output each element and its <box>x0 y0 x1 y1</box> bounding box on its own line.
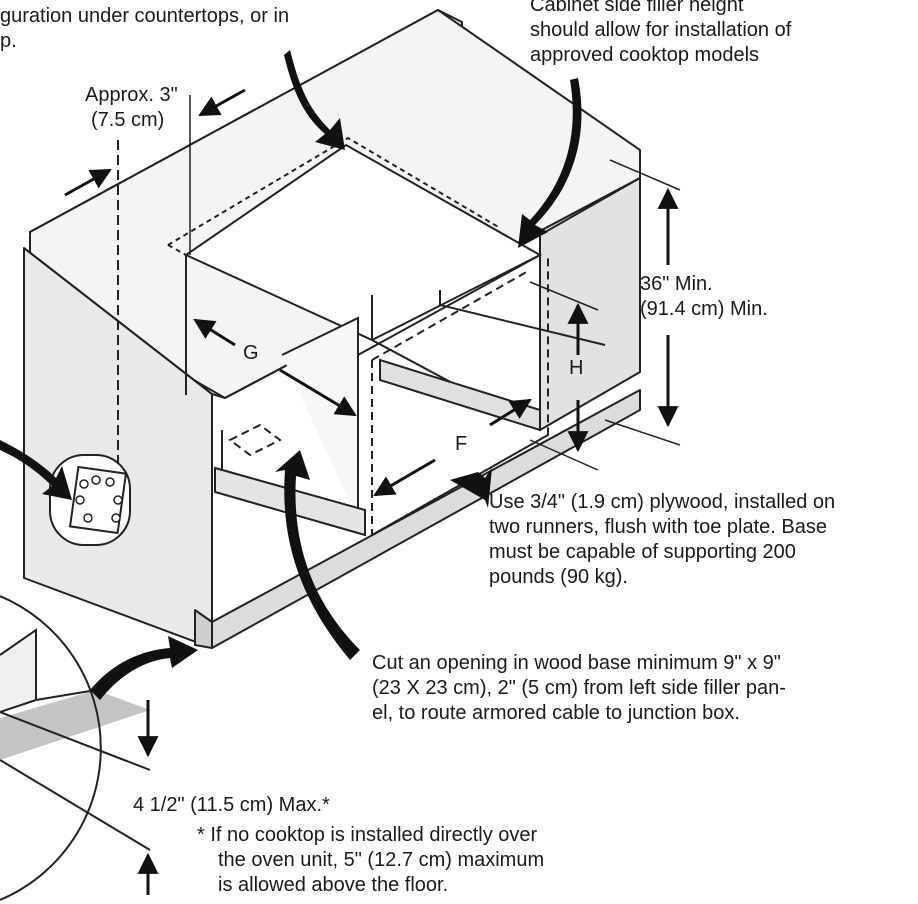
min-height-line: (91.4 cm) Min. <box>640 298 768 320</box>
opening-note-line: Cut an opening in wood base minimum 9" x… <box>372 652 781 674</box>
filler-height-note-line: Cabinet side filler height <box>530 0 744 16</box>
filler-height-note-line: approved cooktop models <box>530 44 760 66</box>
approx-line: (7.5 cm) <box>91 109 165 131</box>
dimension-lines <box>189 95 681 471</box>
arrow-approx-right <box>64 168 112 197</box>
plywood-note-line: pounds (90 kg). <box>489 566 628 588</box>
toe-plate <box>194 609 213 649</box>
plywood-note-line: Use 3/4" (1.9 cm) plywood, installed on <box>489 491 836 513</box>
filler-height-note-line: should allow for installation of <box>530 19 792 41</box>
footnote-line: is allowed above the floor. <box>218 874 449 896</box>
curved-arrow-plywood <box>450 468 492 508</box>
arrow-g <box>193 318 236 347</box>
plywood-note-line: two runners, flush with toe plate. Base <box>489 516 827 538</box>
junction-box-callout <box>49 140 131 546</box>
plywood-note: Use 3/4" (1.9 cm) plywood, installed on … <box>489 490 835 590</box>
min-height-label: 36" Min. (91.4 cm) Min. <box>640 272 768 322</box>
curved-arrow-cooktop <box>284 50 345 150</box>
plywood-note-line: must be capable of supporting 200 <box>489 541 796 563</box>
filler-height-note: Cabinet side filler height should allow … <box>530 0 791 68</box>
curved-arrow-filler <box>518 78 582 248</box>
top-left-note-line: p. <box>0 30 17 52</box>
curved-arrow-toe <box>90 636 198 700</box>
top-left-note: guration under countertops, or in p. <box>0 4 289 54</box>
footnote: * If no cooktop is installed directly ov… <box>197 823 544 898</box>
dimension-letter-h: H <box>569 357 584 379</box>
approx-dimension-label: Approx. 3" (7.5 cm) <box>85 83 178 133</box>
min-height-line: 36" Min. <box>640 273 713 295</box>
top-left-note-line: guration under countertops, or in <box>0 5 290 27</box>
opening-note-line: el, to route armored cable to junction b… <box>372 702 740 724</box>
curved-arrows <box>0 50 582 700</box>
curved-arrow-junction <box>0 440 72 500</box>
rear-runner <box>379 358 541 432</box>
footnote-line: the oven unit, 5" (12.7 cm) maximum <box>218 849 545 871</box>
arrow-f-right <box>489 398 532 427</box>
approx-line: Approx. 3" <box>85 84 178 106</box>
opening-note-line: (23 X 23 cm), 2" (5 cm) from left side f… <box>372 677 786 699</box>
arrow-diag <box>279 368 357 417</box>
dimension-letter-f: F <box>455 433 468 455</box>
dimension-letter-g: G <box>243 342 259 364</box>
zoom-detail-circle <box>0 595 151 901</box>
footnote-line: * If no cooktop is installed directly ov… <box>197 824 538 846</box>
arrows <box>64 88 679 895</box>
arrow-f-left <box>373 458 436 497</box>
opening-note: Cut an opening in wood base minimum 9" x… <box>372 651 786 726</box>
toe-clearance-label: 4 1/2" (11.5 cm) Max.* <box>133 794 330 816</box>
arrow-approx-left <box>198 88 246 117</box>
